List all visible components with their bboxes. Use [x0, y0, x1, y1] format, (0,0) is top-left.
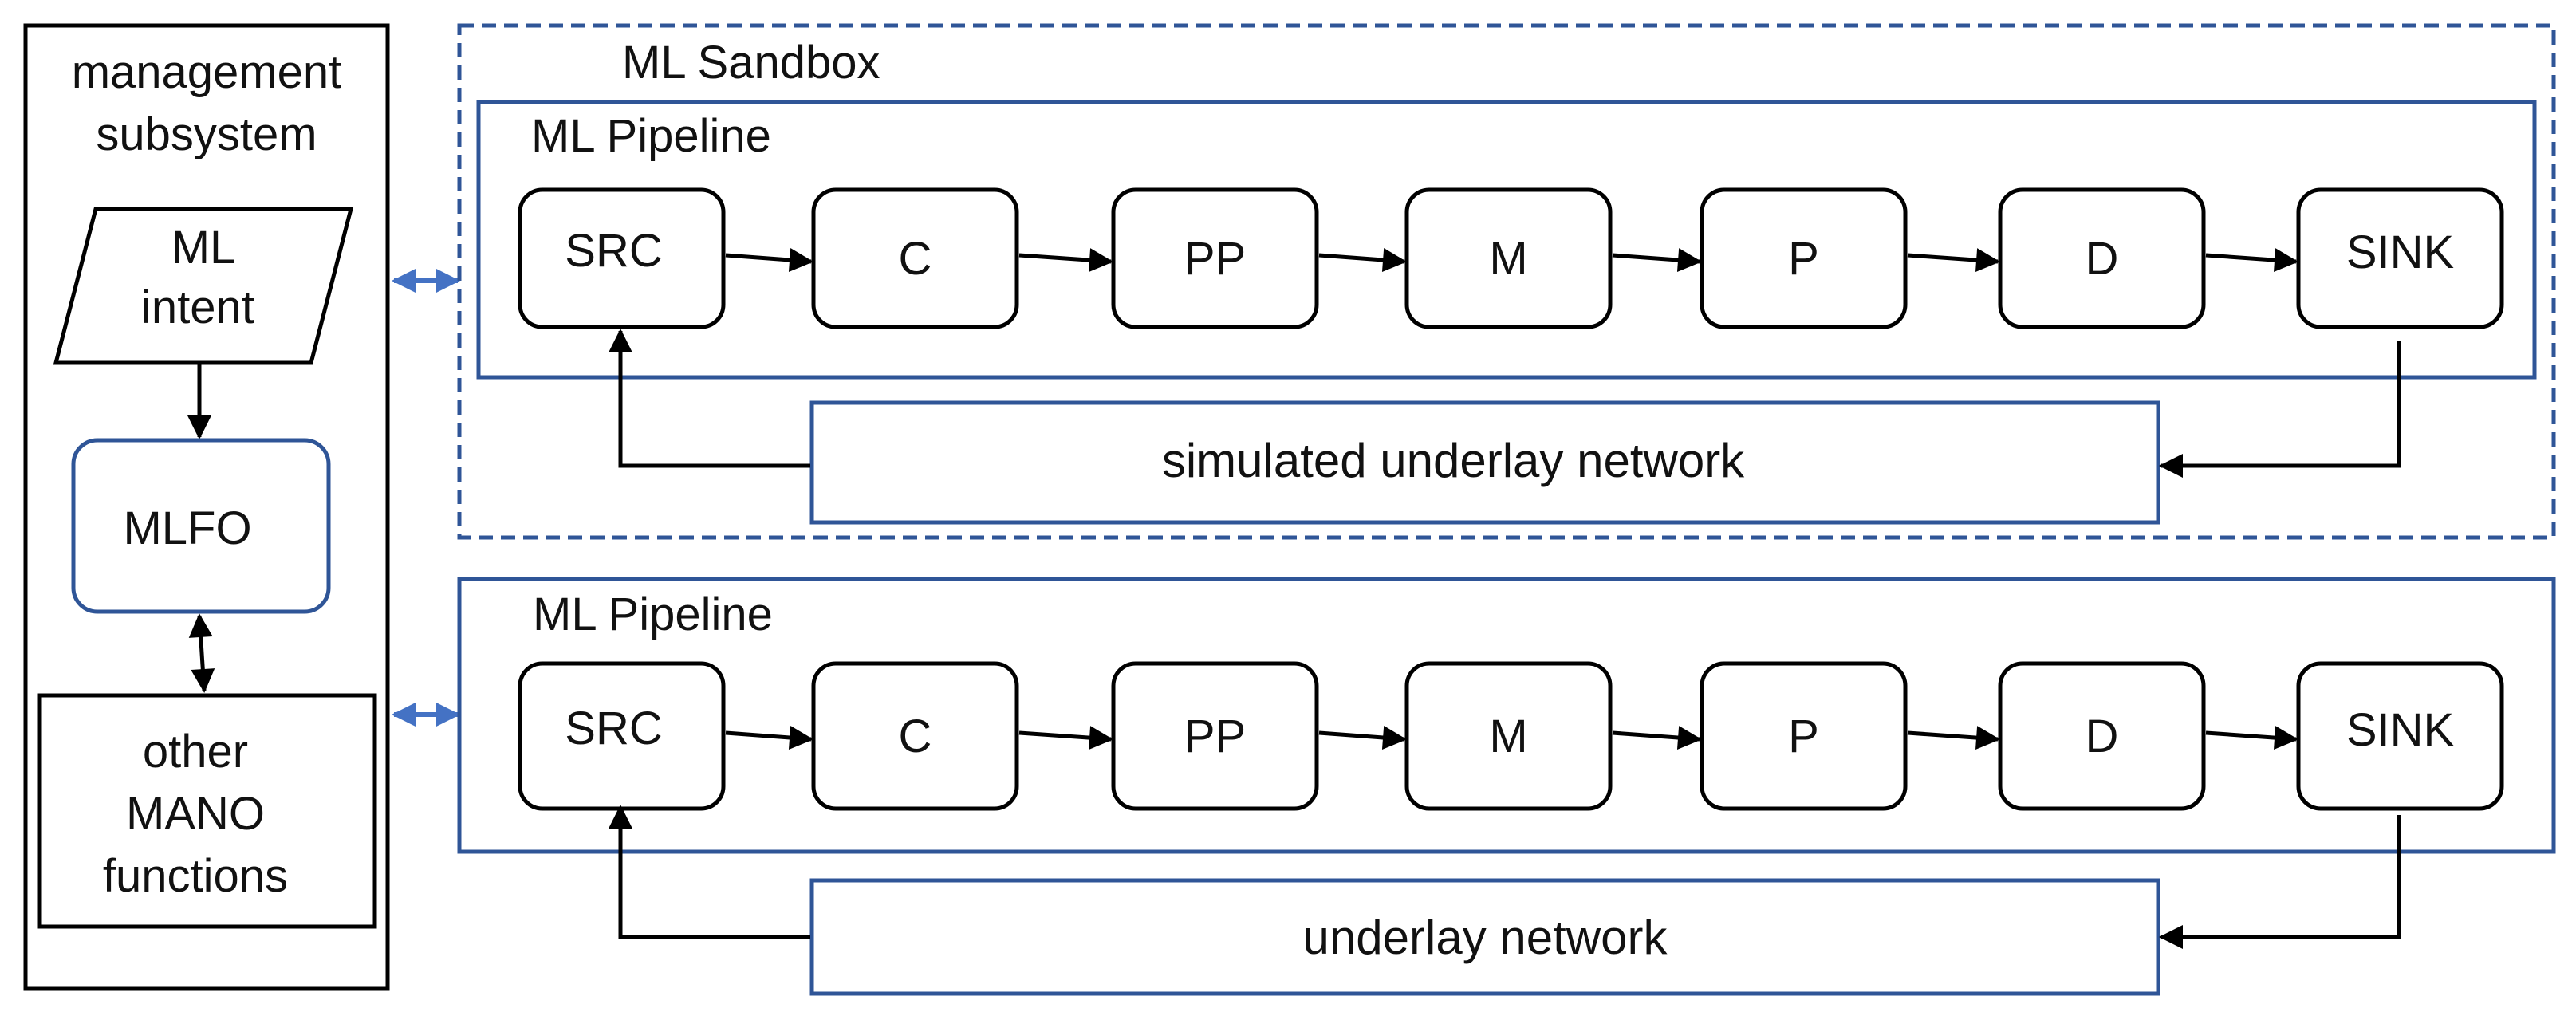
production-arrow-src-to-c: [725, 726, 813, 750]
sandbox-stage-m-box[interactable]: [1404, 187, 1613, 329]
sandbox-stage-pp-box[interactable]: [1111, 187, 1319, 329]
management-subsystem-frame: [23, 23, 390, 991]
sandbox-stage-src-label: SRC: [565, 225, 662, 277]
sandbox-arrow-d-to-sink: [2205, 248, 2298, 273]
production-pipeline-stages: SRC C PP M P D SINK: [518, 661, 2504, 811]
sandbox-pipeline-frame: [476, 100, 2537, 380]
simulated-underlay-network-box[interactable]: [809, 400, 2160, 525]
sandbox-stage-p-label: P: [1788, 233, 1819, 285]
sandbox-stage-c-label: C: [899, 233, 932, 285]
sandbox-arrow-pp-to-m: [1318, 248, 1407, 272]
production-stage-c-label: C: [899, 711, 932, 762]
production-arrow-pp-to-m: [1318, 726, 1407, 750]
other-mano-line3: functions: [103, 850, 288, 902]
sandbox-stage-m-label: M: [1489, 233, 1527, 285]
production-sink-to-network-arrow: [2159, 815, 2401, 949]
ml-sandbox: ML Sandbox ML Pipeline SRC C PP M P D SINK sim…: [457, 23, 2556, 540]
production-stage-p-box[interactable]: [1700, 661, 1908, 811]
sandbox-stage-d-box[interactable]: [1998, 187, 2206, 329]
production-arrow-p-to-d: [1907, 726, 2000, 750]
production-stage-src-label: SRC: [565, 703, 662, 754]
sandbox-pipeline-title: ML Pipeline: [531, 110, 771, 162]
production-pipeline-title: ML Pipeline: [533, 589, 773, 640]
production-stage-c-box[interactable]: [811, 661, 1019, 811]
management-subsystem: management subsystem ML intent MLFO othe…: [23, 23, 390, 991]
mlfo-other-bidirectional-arrow: [188, 613, 215, 693]
management-title-line1: management: [72, 46, 342, 98]
mlfo-label: MLFO: [123, 502, 251, 554]
sandbox-stage-sink-label: SINK: [2346, 226, 2455, 278]
production-network-to-src-arrow: [609, 805, 810, 939]
production-stage-d-box[interactable]: [1998, 661, 2206, 811]
other-mano-functions-box[interactable]: [37, 693, 377, 929]
management-title-line2: subsystem: [96, 108, 317, 160]
sandbox-stage-p-box[interactable]: [1700, 187, 1908, 329]
other-mano-line2: MANO: [126, 788, 265, 840]
production-stage-sink-box[interactable]: [2296, 661, 2504, 811]
sandbox-stage-src-box[interactable]: [518, 187, 726, 329]
ml-intent-shape[interactable]: [53, 207, 354, 365]
underlay-network-label: underlay network: [1303, 911, 1668, 964]
production-pipeline: ML Pipeline SRC C PP M P D SINK underlay netwo…: [457, 577, 2556, 996]
simulated-underlay-network-label: simulated underlay network: [1162, 434, 1745, 487]
ml-sandbox-frame: [457, 23, 2556, 540]
production-stage-pp-box[interactable]: [1111, 661, 1319, 811]
sandbox-stage-d-label: D: [2086, 233, 2119, 285]
sandbox-network-to-src-arrow: [609, 329, 810, 468]
production-arrow-m-to-p: [1612, 726, 1702, 750]
ml-intent-label-line1: ML: [171, 222, 236, 274]
other-mano-line1: other: [143, 726, 248, 778]
sandbox-stage-pp-label: PP: [1184, 233, 1246, 285]
production-stage-pp-label: PP: [1184, 711, 1246, 762]
sandbox-pipeline-stages: SRC C PP M P D SINK: [518, 187, 2504, 329]
mlfo-box[interactable]: [71, 438, 331, 614]
production-pipeline-frame: [457, 577, 2556, 854]
production-arrow-c-to-pp: [1018, 726, 1113, 750]
ml-sandbox-title: ML Sandbox: [622, 37, 880, 89]
sandbox-arrow-src-to-c: [725, 248, 813, 272]
production-arrow-d-to-sink: [2205, 726, 2298, 750]
production-stage-m-label: M: [1489, 711, 1527, 762]
sandbox-arrow-m-to-p: [1612, 248, 1702, 272]
sandbox-sink-to-network-arrow: [2159, 341, 2401, 478]
production-stage-p-label: P: [1788, 711, 1819, 762]
sandbox-arrow-p-to-d: [1907, 248, 2000, 273]
sandbox-arrow-c-to-pp: [1018, 248, 1113, 273]
sandbox-stage-sink-box[interactable]: [2296, 187, 2504, 329]
production-stage-sink-label: SINK: [2346, 704, 2455, 756]
production-stage-d-label: D: [2086, 711, 2119, 762]
ml-intent-label-line2: intent: [141, 282, 254, 333]
production-stage-m-box[interactable]: [1404, 661, 1613, 811]
underlay-network-box[interactable]: [809, 878, 2160, 996]
sandbox-stage-c-box[interactable]: [811, 187, 1019, 329]
